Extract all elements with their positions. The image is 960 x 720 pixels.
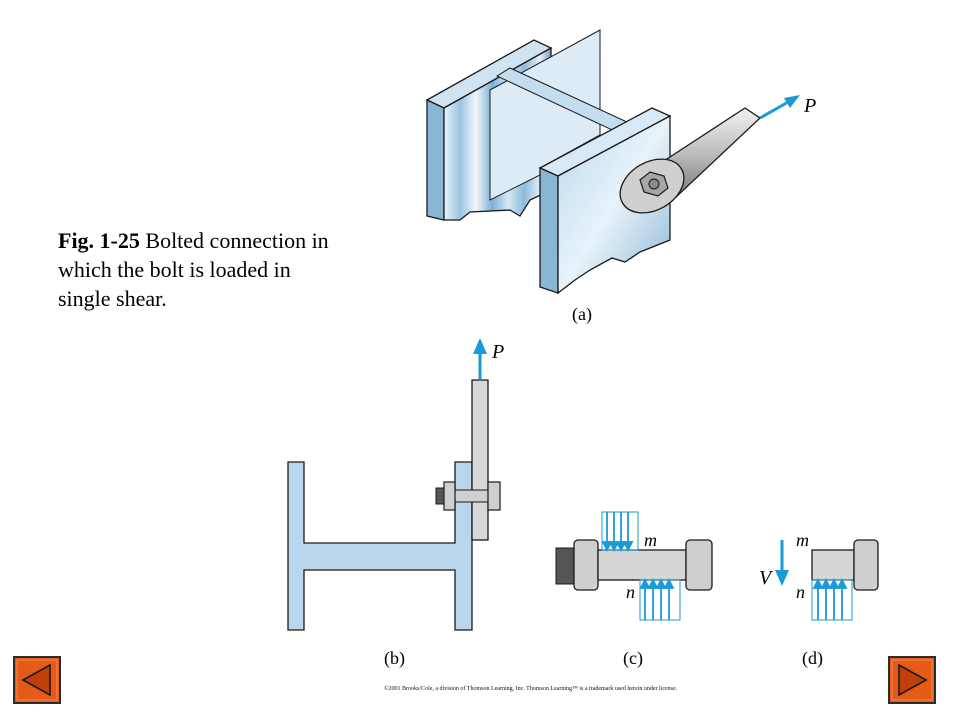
bolt-head-b-right [487, 481, 501, 511]
triangle-left-icon [13, 656, 61, 704]
bolt-head-d [853, 539, 879, 591]
label-n-c: n [626, 582, 635, 602]
bolt-end-a [648, 178, 660, 190]
caption-text: Bolted connection in which the bolt is l… [58, 228, 329, 311]
load-label-a: P [803, 95, 816, 117]
bolt-head-c [685, 539, 713, 591]
bolt-thread-b [435, 487, 445, 505]
label-m-d: m [796, 530, 809, 550]
shear-force-arrow-head [775, 570, 789, 586]
label-m-c: m [644, 530, 657, 550]
load-arrow-a-head [784, 95, 800, 108]
shear-arrows-top-c [601, 511, 639, 553]
shear-label-v: V [759, 567, 774, 589]
view-label-c: (c) [623, 648, 643, 669]
load-label-b: P [491, 341, 504, 363]
bolt-threads-c [555, 547, 577, 585]
next-slide-button[interactable] [888, 656, 936, 704]
load-arrow-a-shaft [759, 99, 791, 120]
view-label-a: (a) [572, 304, 592, 325]
figure-number: Fig. 1-25 [58, 228, 140, 253]
bolt-shank-c [597, 549, 687, 581]
view-b-side: P (b) [287, 338, 504, 669]
previous-slide-button[interactable] [13, 656, 61, 704]
label-n-d: n [796, 582, 805, 602]
i-beam-section [287, 461, 473, 631]
shear-arrows-bottom-c [639, 577, 681, 621]
bolt-nut-b-left [443, 481, 456, 511]
connection-plate [471, 379, 489, 541]
shear-arrows-d [811, 577, 853, 621]
copyright-notice: ©2001 Brooks/Cole, a division of Thomson… [384, 686, 678, 692]
view-c-bolt: m n (c) [555, 511, 713, 669]
triangle-right-icon [888, 656, 936, 704]
view-label-d: (d) [802, 648, 823, 669]
view-label-b: (b) [384, 648, 405, 669]
figure-caption: Fig. 1-25 Bolted connection in which the… [58, 226, 348, 313]
view-a-isometric: P (a) [425, 29, 816, 325]
bolt-shank-d [811, 549, 855, 581]
view-d-segment: V m n (d) [759, 530, 879, 669]
load-arrow-b-head [473, 338, 487, 354]
front-flange-side [539, 166, 559, 294]
bolt-nut-c [573, 539, 599, 591]
back-flange-face [426, 98, 445, 221]
